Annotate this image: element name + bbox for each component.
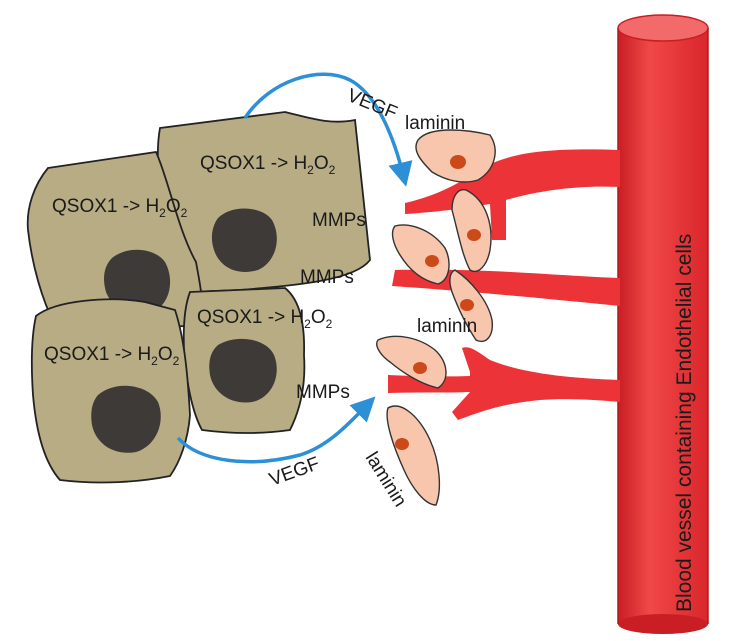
qsox1-label: QSOX1 -> H2O2 [52,196,188,220]
laminin-label: laminin [405,113,465,134]
mmps-label: MMPs [312,210,366,231]
vegf-arrows [176,72,413,464]
tumor-cells [26,111,371,484]
endothelial-cell [376,335,447,389]
blood-vessel [617,14,709,634]
qsox1-label: QSOX1 -> H2O2 [44,344,180,368]
tumor-cell [26,151,203,329]
vegf-arrow-top [243,72,413,187]
qsox1-label: QSOX1 -> H2O2 [197,307,333,331]
vessel-label: Blood vessel containing Endothelial cell… [673,234,696,612]
laminin-label: laminin [417,316,477,337]
vegf-arrow-bottom [176,396,376,464]
mmps-label: MMPs [300,267,354,288]
tumor-cell [30,298,191,484]
vegf-label: VEGF [344,85,400,124]
endothelial-cell [391,224,450,285]
qsox1-label: QSOX1 -> H2O2 [200,153,336,177]
vessel-sprouts [388,149,620,420]
endothelial-cell [415,129,496,183]
endothelial-cells [376,129,496,506]
endothelial-cell [449,269,493,342]
endothelial-cell [386,405,441,506]
endothelial-cell [451,189,492,272]
mmps-label: MMPs [296,382,350,403]
